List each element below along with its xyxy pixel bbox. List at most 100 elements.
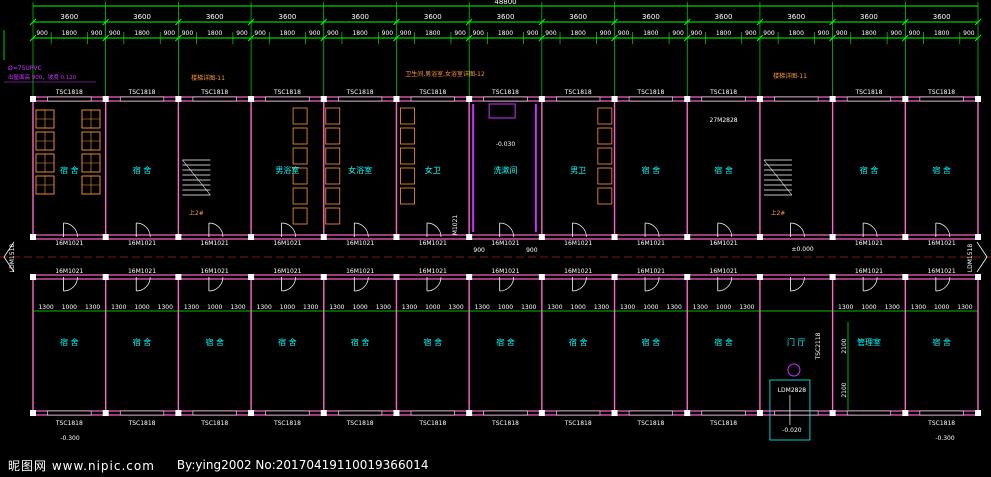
door-label: 16M1021 [928,240,956,247]
room-label-top: 宿 舍 [133,165,152,175]
dim-lower-label: 1300 [329,304,344,311]
dim-slash [465,18,473,26]
dim-slash [29,18,37,26]
column [902,410,909,416]
room-label-bottom: 宿 舍 [642,337,661,347]
toilet [597,147,613,165]
column [175,96,182,102]
dim-sub-label: 1800 [352,30,367,37]
dim-lower-label: 1300 [693,304,708,311]
door-north-swing [572,222,587,238]
door-label: 16M1021 [637,268,665,275]
toilet [597,187,613,205]
dim-sub-label: 900 [236,30,248,37]
window-bottom [701,410,746,416]
dim-bay-label: 3600 [60,13,78,21]
door-label: 16M1021 [637,240,665,247]
shower-stall [325,167,341,185]
door-north-swing [354,222,369,238]
door-north-swing [935,222,951,238]
shower-stall [292,147,308,165]
column [684,274,691,280]
stair-break [763,159,793,196]
watermark-bar: 昵图网 www.nipic.com By:ying2002 No:2017041… [0,453,991,477]
door-label: 16M1021 [346,240,374,247]
room-label-bottom: 宿 舍 [351,337,370,347]
column [611,410,618,416]
column [684,234,691,240]
dim-slash [29,34,37,42]
walls [0,96,991,416]
fixtures [35,103,793,232]
stair-dim: 900 [473,247,485,254]
dim-lower-label: 1000 [425,304,440,311]
door-label: 16M1021 [710,268,738,275]
dim-slash [247,18,255,26]
toilet [597,127,613,145]
toilet [400,147,415,165]
dim-slash [829,18,836,26]
door-label: 16M1021 [855,268,883,275]
column [611,274,618,280]
window-bottom [410,410,455,416]
column [248,234,255,240]
column [248,274,255,280]
dim-sub-label: 1800 [643,30,658,37]
room-label-bottom: 宿 舍 [496,337,515,347]
watermark-text: 昵图网 www.nipic.com [8,458,155,473]
column [829,410,836,416]
column [393,96,400,102]
door-south-swing [572,276,587,292]
column [175,234,182,240]
dim-sub-label: 1800 [789,30,804,37]
window-label: TSC1818 [491,420,519,427]
entry-marker [787,363,801,377]
window-bottom [119,410,165,416]
window-top [410,96,455,102]
dim-slash [974,18,982,26]
window-label: TSC1818 [55,420,83,427]
dim-slash [538,18,546,26]
image-id: By:ying2002 No:20170419110019366014 [176,458,429,472]
window-bottom [919,410,964,416]
room-label-top: 男卫 [570,166,586,175]
column [248,410,255,416]
column [30,410,36,416]
door-south-swing [354,276,369,292]
door-south-swing [136,276,151,292]
door-north-swing [790,222,805,238]
room-label-bottom: 宿 舍 [60,337,79,347]
column [175,410,182,416]
room-label-bottom: 门 厅 [787,337,806,347]
dim-lower-label: 1000 [861,304,876,311]
stair-dim: 900 [526,247,538,254]
window-label: TSC1818 [418,420,446,427]
dim-lower-label: 1300 [38,304,53,311]
ldm-left-label: LDM1518 [9,244,16,273]
door-south-swing [281,276,296,292]
dim-sub-label: 1800 [425,30,440,37]
dim-sub-label: 900 [672,30,684,37]
dim-slash [756,34,764,42]
dim-slash [901,34,909,42]
dim-lower-label: 1300 [376,304,391,311]
window-top [47,96,92,102]
dim-lower-label: 1300 [594,304,609,311]
dim-sub-label: 1800 [861,30,876,37]
dim-slash [611,18,618,26]
window-top [774,96,819,102]
dim-sub-label: 1800 [934,30,949,37]
doors [3,222,988,441]
dim-bay-label: 3600 [860,13,878,21]
dim-sub-label: 900 [164,30,176,37]
column [175,274,182,280]
dim-slash [901,18,909,26]
toilet [597,107,613,125]
room-label-bottom: 宿 舍 [424,337,443,347]
window-bottom [483,410,528,416]
column [102,96,109,102]
dim-lower-label: 1000 [134,304,149,311]
dim-sub-label: 900 [836,30,848,37]
dim-slash [974,34,982,42]
door-label: 16M1021 [928,268,956,275]
